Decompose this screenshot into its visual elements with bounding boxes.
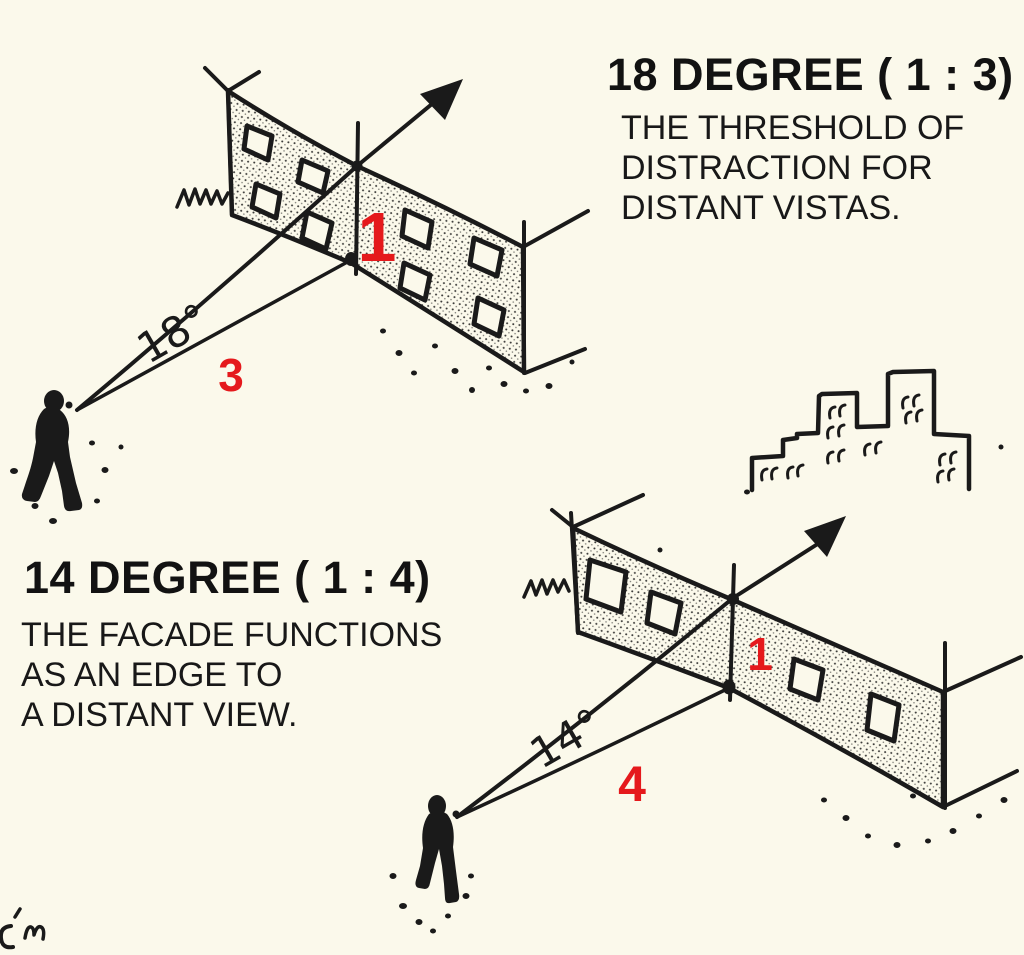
caption-line: DISTANT VISTAS. [621,189,901,227]
facade-left-end-marks [203,66,261,217]
caption-18-degree: THE THRESHOLD OF DISTRACTION FOR DISTANT… [621,108,964,228]
heading-18-degree: 18 DEGREE ( 1 : 3) [607,49,1014,100]
distance-number: 4 [618,756,646,812]
observer-figure [415,795,460,904]
sight-line-arrow [455,536,829,819]
sight-line-lower [75,258,353,412]
observer-figure [21,390,83,512]
heading-14-degree: 14 DEGREE ( 1 : 4) [24,552,431,603]
caption-line: THE THRESHOLD OF [621,109,965,147]
caption-14-degree: THE FACADE FUNCTIONS AS AN EDGE TO A DIS… [21,615,442,735]
facade-windows [583,557,902,744]
caption-line: A DISTANT VIEW. [21,696,298,734]
sketch-14-degree: 14° 1 4 [389,368,1023,934]
ground-dots [10,328,575,524]
squiggle-mark [175,187,230,209]
arrow-head [804,516,846,557]
facade-unit-number: 1 [358,198,397,276]
caption-line: AS AN EDGE TO [21,656,283,694]
caption-line: THE FACADE FUNCTIONS [21,616,443,654]
facade-division-line [354,121,360,276]
sight-line-arrow [75,97,440,412]
ground-dots [389,444,1008,934]
distance-number: 3 [218,349,244,401]
facade-unit-number: 1 [747,628,773,680]
arrow-head [420,79,463,120]
angle-label-14: 14° [522,699,611,779]
facade-left-end-marks [550,493,645,635]
angle-label-18: 18° [129,294,218,374]
caption-line: DISTRACTION FOR [621,149,933,187]
facade-right-end-marks [941,641,1023,810]
squiggle-mark [522,578,571,599]
skyline-window-marks [760,393,958,484]
signature-scribble [0,907,46,950]
sketch-18-degree: 18° 1 3 [10,66,590,524]
facade-division-line [728,563,736,702]
facade-right-end-marks [521,209,590,375]
facade-windows [241,123,507,339]
sight-line-lower [455,686,731,819]
city-skyline [749,368,972,493]
